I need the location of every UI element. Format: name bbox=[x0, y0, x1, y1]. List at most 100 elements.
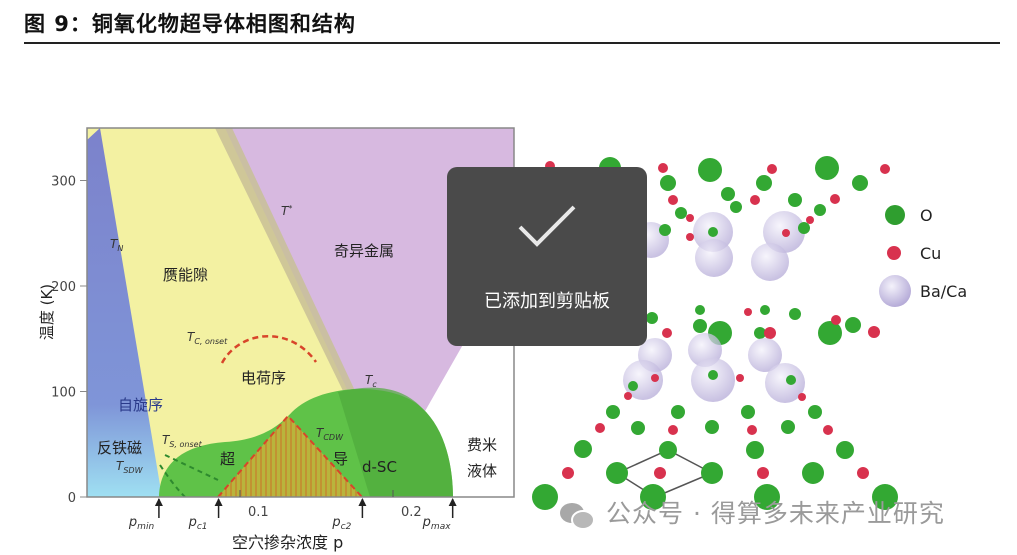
region-label-spin-order: 自旋序 bbox=[118, 396, 163, 414]
title-rule bbox=[24, 42, 1000, 44]
cu-atom bbox=[662, 328, 672, 338]
o-atom bbox=[693, 319, 707, 333]
o-atom bbox=[606, 462, 628, 484]
region-label-fermi2: 液体 bbox=[467, 462, 497, 480]
o-atom bbox=[756, 175, 772, 191]
o-atom bbox=[852, 175, 868, 191]
o-atom bbox=[659, 441, 677, 459]
y-tick-label: 200 bbox=[51, 280, 76, 295]
legend-cu-marker bbox=[887, 246, 901, 260]
y-axis-label: 温度 (K) bbox=[38, 284, 56, 340]
region-label-pseudogap: 赝能隙 bbox=[163, 266, 208, 284]
region-label-sc1: 超 bbox=[220, 450, 235, 468]
o-atom bbox=[708, 370, 718, 380]
cu-atom bbox=[798, 393, 806, 401]
region-label-charge-order: 电荷序 bbox=[241, 369, 286, 387]
curve-label-tc: Tc bbox=[365, 373, 377, 389]
wechat-icon bbox=[560, 503, 595, 530]
curve-label-tc-onset: TC, onset bbox=[187, 330, 228, 346]
o-atom bbox=[845, 317, 861, 333]
checkmark-icon bbox=[518, 205, 576, 247]
marker-arrowhead-p_max bbox=[448, 498, 457, 506]
o-atom bbox=[532, 484, 558, 510]
t-s-onset-curve bbox=[164, 454, 219, 481]
marker-label-p_min: pmin bbox=[128, 515, 155, 532]
curve-label-ts-onset: TS, onset bbox=[162, 433, 203, 449]
cu-atom bbox=[868, 326, 880, 338]
o-atom bbox=[659, 224, 671, 236]
marker-arrowhead-p_c1 bbox=[214, 498, 223, 506]
cu-atom bbox=[750, 195, 760, 205]
legend-o-marker bbox=[885, 205, 905, 225]
y-tick-label: 0 bbox=[68, 491, 76, 506]
cu-atom bbox=[831, 315, 841, 325]
x-axis-label: 空穴掺杂浓度 p bbox=[232, 533, 343, 552]
legend-baca-label: Ba/Ca bbox=[920, 282, 967, 301]
o-atom bbox=[698, 158, 722, 182]
structure-legend: O Cu Ba/Ca bbox=[879, 205, 967, 307]
ba-ca-atom bbox=[765, 363, 805, 403]
o-atom bbox=[606, 405, 620, 419]
y-tick-label: 300 bbox=[51, 175, 76, 190]
t-star-band bbox=[215, 128, 357, 395]
legend-cu-label: Cu bbox=[920, 244, 941, 263]
cu-atom bbox=[562, 467, 574, 479]
x-tick-label: 0.1 bbox=[248, 505, 269, 520]
o-atom bbox=[788, 193, 802, 207]
phase-diagram-plot bbox=[87, 128, 514, 497]
cu-atom bbox=[830, 194, 840, 204]
o-atom bbox=[754, 327, 766, 339]
o-atom bbox=[754, 484, 780, 510]
cu-atom bbox=[767, 164, 777, 174]
o-atom bbox=[815, 156, 839, 180]
o-atom bbox=[730, 201, 742, 213]
cu-atom bbox=[686, 233, 694, 241]
o-atom bbox=[671, 405, 685, 419]
cu-atom bbox=[651, 374, 659, 382]
cu-atom bbox=[658, 163, 668, 173]
cu-atom bbox=[668, 195, 678, 205]
t-sdw-curve bbox=[159, 464, 186, 497]
o-atom bbox=[786, 375, 796, 385]
o-atom bbox=[701, 462, 723, 484]
o-atom bbox=[695, 305, 705, 315]
o-atom bbox=[781, 420, 795, 434]
cu-atom bbox=[806, 216, 814, 224]
region-label-strange-metal: 奇异金属 bbox=[334, 242, 394, 260]
cu-atom bbox=[736, 374, 744, 382]
pseudogap-region bbox=[87, 128, 352, 497]
region-label-fermi1: 费米 bbox=[467, 436, 497, 454]
copied-toast: 已添加到剪贴板 bbox=[447, 167, 647, 346]
o-atom bbox=[789, 308, 801, 320]
cu-atom bbox=[880, 164, 890, 174]
legend-baca-marker bbox=[879, 275, 911, 307]
cu-atom bbox=[744, 308, 752, 316]
curve-label-tsdw: TSDW bbox=[116, 459, 144, 475]
t-cdw-curve bbox=[217, 414, 363, 497]
ba-ca-atom bbox=[748, 338, 782, 372]
region-label-afm: 反铁磁 bbox=[97, 439, 142, 457]
region-label-sc2: 导 bbox=[333, 450, 348, 468]
o-atom bbox=[818, 321, 842, 345]
cu-atom bbox=[857, 467, 869, 479]
cu-atom bbox=[654, 467, 666, 479]
curve-label-tn: TN bbox=[110, 237, 123, 253]
y-tick-label: 100 bbox=[51, 386, 76, 401]
o-atom bbox=[705, 420, 719, 434]
t-c-onset-curve bbox=[220, 335, 318, 364]
o-atom bbox=[760, 305, 770, 315]
marker-label-p_c1: pc1 bbox=[188, 515, 208, 532]
o-atom bbox=[628, 381, 638, 391]
marker-arrowhead-p_min bbox=[154, 498, 163, 506]
cu-atom bbox=[782, 229, 790, 237]
legend-o-label: O bbox=[920, 206, 933, 225]
d-sc-region bbox=[338, 387, 453, 497]
o-atom bbox=[660, 175, 676, 191]
antiferromagnet-region bbox=[87, 128, 162, 497]
marker-arrowhead-p_c2 bbox=[358, 498, 367, 506]
o-atom bbox=[814, 204, 826, 216]
o-atom bbox=[708, 227, 718, 237]
o-atom bbox=[574, 440, 592, 458]
cu-atom bbox=[595, 423, 605, 433]
